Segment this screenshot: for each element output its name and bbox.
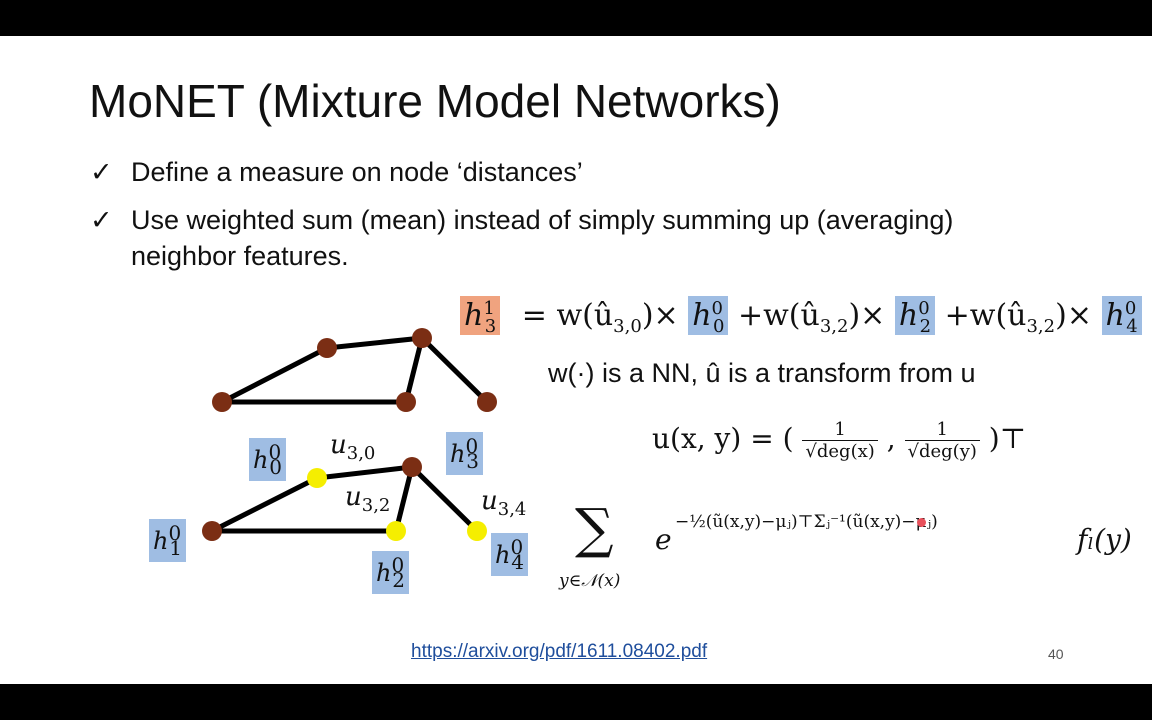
- graph-node: [477, 392, 497, 412]
- graph-node-highlighted: [467, 521, 487, 541]
- label-h2: h02: [372, 551, 409, 594]
- label-h0: h00: [249, 438, 286, 481]
- graph-top: [212, 328, 497, 412]
- pseudo-coordinate-equation: u(x, y) = ( 1√deg(x) , 1√deg(y) )⊤: [652, 419, 1027, 462]
- checkmark-icon: ✓: [90, 157, 113, 187]
- graph-node: [317, 338, 337, 358]
- graph-node: [212, 392, 232, 412]
- filter-term: fₗ(y): [1077, 523, 1132, 556]
- laser-pointer-dot: [917, 518, 926, 527]
- label-u32: u3,2: [345, 482, 391, 517]
- label-h3: h03: [446, 432, 483, 475]
- exp-base: e: [655, 523, 672, 556]
- slide: MoNET (Mixture Model Networks) ✓ Define …: [0, 36, 1152, 684]
- nn-note: w(·) is a NN, û is a transform from u: [548, 358, 976, 388]
- label-h4: h04: [491, 533, 528, 576]
- bullet-text: Use weighted sum (mean) instead of simpl…: [131, 205, 954, 271]
- graph-node: [202, 521, 222, 541]
- graph-node: [402, 457, 422, 477]
- slide-title: MoNET (Mixture Model Networks): [89, 75, 781, 127]
- label-u30: u3,0: [330, 430, 376, 465]
- label-u34: u3,4: [481, 486, 527, 521]
- graph-node-highlighted: [307, 468, 327, 488]
- sum-index: y∈𝒩(x): [559, 571, 621, 591]
- graph-node-highlighted: [386, 521, 406, 541]
- lhs-h31: h13: [460, 296, 501, 337]
- page-number: 40: [1048, 646, 1064, 662]
- graph-bottom: [202, 457, 487, 541]
- update-equation: h13 = w(û3,0)× h00 +w(û3,2)× h02 +w(û3,2…: [460, 296, 1142, 337]
- graph-node: [412, 328, 432, 348]
- label-h1: h01: [149, 519, 186, 562]
- bullet-text: Define a measure on node ‘distances’: [131, 157, 583, 187]
- checkmark-icon: ✓: [90, 205, 113, 235]
- sum-symbol: ∑: [575, 497, 614, 560]
- graph-node: [396, 392, 416, 412]
- exp-exponent: −½(ũ(x,y)−μⱼ)⊤Σⱼ⁻¹(ũ(x,y)−μⱼ): [675, 512, 938, 532]
- reference-link[interactable]: https://arxiv.org/pdf/1611.08402.pdf: [411, 641, 708, 662]
